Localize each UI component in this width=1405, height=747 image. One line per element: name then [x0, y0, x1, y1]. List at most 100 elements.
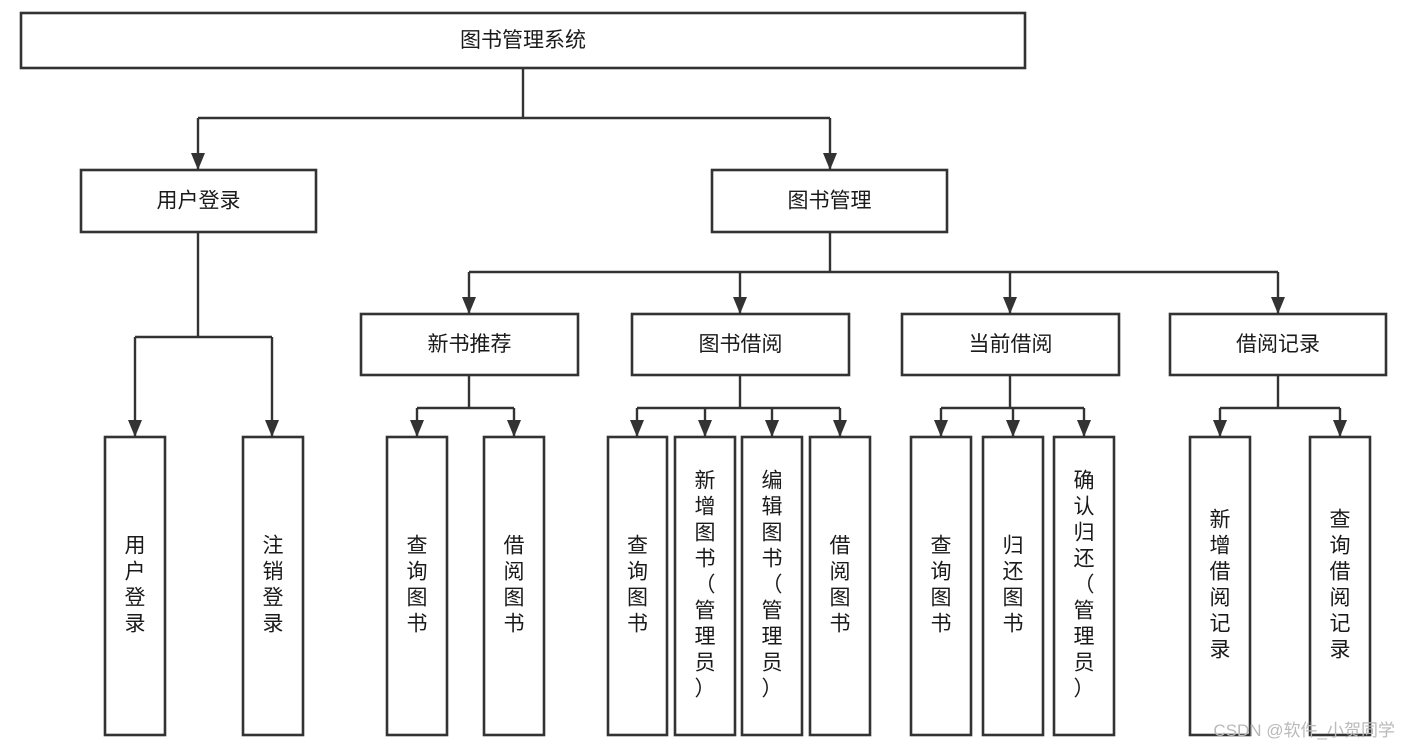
- leaf-node-label-char: 查: [931, 535, 952, 558]
- connector-arrowhead: [823, 153, 837, 170]
- leaf-node-label-char: 增: [1210, 535, 1231, 558]
- connector-arrowhead: [1333, 420, 1347, 437]
- connector-userlogin-to-leaves: [128, 232, 279, 437]
- leaf-node-label-char: ）: [695, 678, 716, 701]
- leaf-node-label-char: 图: [695, 522, 716, 545]
- connector-arrowhead: [1006, 420, 1020, 437]
- leaf-node-label-char: 书: [504, 613, 525, 636]
- connector-arrowhead: [1003, 297, 1017, 314]
- leaf-node-label-char: 编: [762, 470, 783, 493]
- leaf-node-label-char: 确: [1074, 470, 1095, 493]
- connectors-layer: [128, 68, 1347, 437]
- level2-node-label: 用户登录: [157, 190, 241, 213]
- nodes-layer: 图书管理系统用户登录图书管理新书推荐图书借阅当前借阅借阅记录用户登录注销登录查询…: [19, 11, 1388, 737]
- leaf-node-box: [482, 435, 546, 737]
- leaf-node-box: [103, 435, 167, 737]
- leaf-node-label-char: 登: [125, 587, 146, 610]
- leaf-node-1[interactable]: 用户登录: [103, 435, 167, 737]
- leaf-node-label-char: 借: [1210, 561, 1231, 584]
- leaf-node-label-char: 理: [1074, 626, 1095, 649]
- connector-arrowhead: [630, 420, 644, 437]
- connector-arrowhead: [507, 420, 521, 437]
- connector-newbook-to-leaves: [410, 375, 521, 437]
- level2-node-2[interactable]: 图书管理: [710, 168, 949, 234]
- leaf-node-label-char: 员: [695, 652, 716, 675]
- leaf-node-label-char: 书: [1003, 613, 1024, 636]
- leaf-node-box: [1308, 435, 1372, 737]
- leaf-node-box: [241, 435, 305, 737]
- leaf-node-label-char: 询: [407, 561, 428, 584]
- leaf-node-label-char: 管: [1074, 600, 1095, 623]
- level3-node-2[interactable]: 图书借阅: [630, 312, 851, 377]
- leaf-node-label-char: 查: [627, 535, 648, 558]
- leaf-node-label-char: 阅: [830, 561, 851, 584]
- leaf-node-label-char: 阅: [1210, 587, 1231, 610]
- root-node-label: 图书管理系统: [460, 29, 586, 52]
- leaf-node-label-char: 归: [1003, 535, 1024, 558]
- connector-arrowhead: [934, 420, 948, 437]
- leaf-node-label-char: 询: [627, 561, 648, 584]
- connector-arrowhead: [462, 297, 476, 314]
- leaf-node-label-char: 书: [695, 548, 716, 571]
- leaf-node-label-char: 图: [830, 587, 851, 610]
- leaf-node-label-char: ）: [762, 678, 783, 701]
- leaf-node-box: [385, 435, 449, 737]
- leaf-node-label-char: 录: [263, 613, 284, 636]
- connector-arrowhead: [128, 420, 142, 437]
- leaf-node-label-char: 理: [695, 626, 716, 649]
- leaf-node-label-char: 图: [931, 587, 952, 610]
- leaf-node-label-char: 借: [1330, 561, 1351, 584]
- leaf-node-label-char: 图: [1003, 587, 1024, 610]
- leaf-node-label-char: 记: [1210, 613, 1231, 636]
- level3-node-box: [630, 312, 851, 377]
- leaf-node-box: [909, 435, 973, 737]
- watermark-text: CSDN @软件_小贺同学: [1213, 721, 1395, 740]
- leaf-node-label-char: （: [695, 574, 716, 597]
- leaf-node-box: [1188, 435, 1252, 737]
- leaf-node-box: [673, 435, 737, 737]
- level3-node-label: 借阅记录: [1236, 333, 1320, 356]
- connector-arrowhead: [833, 420, 847, 437]
- root-node-box: [19, 11, 1027, 70]
- root-node-1[interactable]: 图书管理系统: [19, 11, 1027, 70]
- leaf-node-label-char: 认: [1074, 496, 1095, 519]
- leaf-node-label-char: 理: [762, 626, 783, 649]
- connector-arrowhead: [1271, 297, 1285, 314]
- leaf-node-label-char: 还: [1074, 548, 1095, 571]
- leaf-node-label-char: 录: [125, 613, 146, 636]
- leaf-node-label-char: 员: [1074, 652, 1095, 675]
- level3-node-3[interactable]: 当前借阅: [900, 312, 1121, 377]
- level2-node-1[interactable]: 用户登录: [79, 168, 318, 234]
- connector-bookmgmt-to-level3: [462, 232, 1285, 314]
- leaf-node-label-char: 图: [627, 587, 648, 610]
- leaf-node-box: [981, 435, 1045, 737]
- leaf-node-label-char: 员: [762, 652, 783, 675]
- connector-borrow-to-leaves: [630, 375, 847, 437]
- leaf-node-label-char: （: [762, 574, 783, 597]
- leaf-node-label-char: 查: [407, 535, 428, 558]
- level3-node-box: [900, 312, 1121, 377]
- level3-node-4[interactable]: 借阅记录: [1168, 312, 1388, 377]
- level2-node-label: 图书管理: [788, 190, 872, 213]
- connector-arrowhead: [765, 420, 779, 437]
- leaf-node-label-char: 询: [1330, 535, 1351, 558]
- leaf-node-label-char: 录: [1330, 639, 1351, 662]
- level3-node-1[interactable]: 新书推荐: [359, 312, 580, 377]
- leaf-node-label-char: 查: [1330, 509, 1351, 532]
- leaf-node-label-char: 书: [762, 548, 783, 571]
- leaf-node-box: [1052, 435, 1116, 737]
- leaf-node-label-char: 借: [830, 535, 851, 558]
- connector-arrowhead: [410, 420, 424, 437]
